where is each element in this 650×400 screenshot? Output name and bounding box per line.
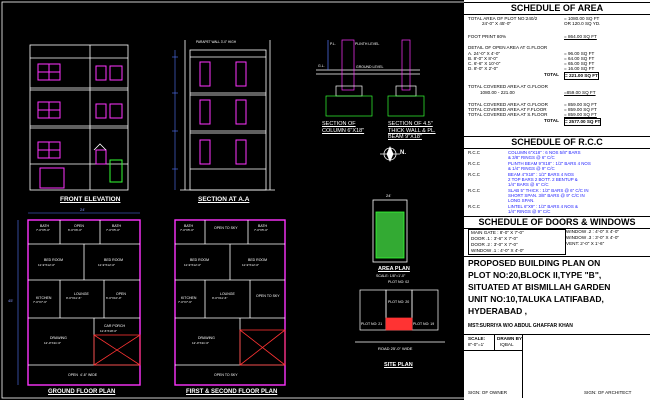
site-plan bbox=[355, 289, 445, 343]
owner-signature-label: SIGN: OF OWNER bbox=[468, 390, 508, 395]
scale-value: 8"-0"=1' bbox=[468, 342, 485, 347]
room-lounge-g-size: 9'-0"X11'-6" bbox=[66, 296, 82, 300]
scale-label: SCALE: bbox=[468, 336, 486, 341]
room-bath-u1: BATH bbox=[184, 224, 194, 228]
room-kitchen-u-size: 7'-0"X7'-6" bbox=[178, 300, 192, 304]
section-wall-label: SECTION OF 4.5" THICK WALL & PL. BEAM 9"… bbox=[388, 121, 436, 140]
owner-name: MST:SURRIYA W/O ABDUL GHAFFAR KHAN bbox=[468, 323, 573, 329]
room-bed-u1-size: 11'-9"X12'-0" bbox=[184, 263, 202, 267]
door-row: DOOR .1 : 3'-6" X 7'-0" bbox=[471, 236, 518, 241]
room-bath-g1: BATH bbox=[40, 224, 50, 228]
door-row: MAIN GATE : 8'-0" X 7'-0" bbox=[471, 230, 524, 235]
room-lounge-u-size: 9'-0"X11'-6" bbox=[212, 296, 228, 300]
north-label: N. bbox=[400, 150, 406, 156]
window-row: WINDOW .3 : 3'-0" X 4'-0" bbox=[566, 235, 620, 240]
plinth-level-label: PLINTH LEVEL bbox=[355, 42, 380, 46]
doors-schedule-header: SCHEDULE OF DOORS & WINDOWS bbox=[464, 216, 650, 229]
project-title-line: HYDERABAD , bbox=[468, 306, 528, 316]
room-bed-g1-size: 11'-9"X12'-0" bbox=[38, 263, 56, 267]
room-bed-u2: BED ROOM bbox=[248, 258, 268, 262]
room-open-sky-u2: OPEN TO SKY bbox=[256, 294, 280, 298]
room-lounge-g: LOUNGE bbox=[74, 292, 89, 296]
room-lounge-u: LOUNGE bbox=[220, 292, 235, 296]
section-details bbox=[316, 39, 425, 117]
room-bed-g1: BED ROOM bbox=[44, 258, 64, 262]
drawn-by-value: IQBAL bbox=[500, 342, 514, 347]
front-elevation-title: FRONT ELEVATION bbox=[60, 196, 121, 203]
room-open-g3-size: 4'-6" WIDE bbox=[80, 373, 98, 377]
parapet-label: PARAPET WALL 3'-0" HIGH bbox=[196, 40, 236, 44]
room-open-g1: OPEN bbox=[74, 224, 84, 228]
section-aa-title: SECTION AT A.A bbox=[198, 196, 250, 203]
dim-top-label: 24' bbox=[80, 207, 86, 212]
doors-table-right: WINDOW .2 : 4'-0" X 4'-0" WINDOW .3 : 3'… bbox=[564, 229, 648, 247]
road-label: ROAD 25'-0" WIDE bbox=[378, 346, 413, 351]
plot-no-left: PLOT NO: 21 bbox=[361, 322, 383, 326]
room-open-sky-u1: OPEN TO SKY bbox=[214, 226, 238, 230]
section-column-label: SECTION OF COLUMN 6"X18" bbox=[322, 121, 365, 134]
area-plan bbox=[372, 199, 408, 263]
north-arrow-icon bbox=[380, 145, 400, 163]
plot-no-top: PLOT NO: 02 bbox=[388, 280, 410, 284]
room-drawing-g-size: 12'-0"X11'-6" bbox=[44, 341, 62, 345]
rcc-schedule-header: SCHEDULE OF R.C.C bbox=[464, 136, 650, 149]
room-bath-u2-size: 7'-0"X5'-0" bbox=[254, 228, 268, 232]
room-open-g2-size: 6'-0"X10'-0" bbox=[106, 296, 122, 300]
front-elevation bbox=[29, 44, 129, 191]
room-drawing-u-size: 12'-0"X11'-6" bbox=[192, 341, 210, 345]
upper-floor-plan-title: FIRST & SECOND FLOOR PLAN bbox=[186, 389, 278, 395]
project-title-line: PROPOSED BUILDING PLAN ON bbox=[468, 258, 601, 268]
room-bath-u1-size: 7'-0"X5'-0" bbox=[180, 228, 194, 232]
room-bath-g2: BATH bbox=[112, 224, 122, 228]
room-bath-g1-size: 7'-0"X5'-0" bbox=[36, 228, 50, 232]
plot-no-right: PLOT NO: 19 bbox=[413, 322, 435, 326]
pl-label: P.L. bbox=[330, 42, 336, 46]
project-title-line: SITUATED AT BISMILLAH GARDEN bbox=[468, 282, 611, 292]
architect-signature-label: SIGN: OF ARCHITECT bbox=[584, 390, 632, 395]
ground-floor-plan bbox=[17, 212, 141, 386]
plot-no-center: PLOT NO: 20 bbox=[388, 300, 410, 304]
dim-side-label: 45' bbox=[8, 298, 14, 303]
room-open-sky-u3: OPEN TO SKY bbox=[214, 373, 238, 377]
door-row: DOOR .2 : 3'-0" X 7'-0" bbox=[471, 242, 518, 247]
room-bed-u2-size: 11'-9"X12'-0" bbox=[242, 263, 260, 267]
section-aa bbox=[172, 40, 275, 191]
window-row: VENT: 2'-0" X 1'-6" bbox=[566, 241, 605, 246]
area-dim-label: 24' bbox=[386, 193, 392, 198]
door-row: WINDOW .1 : 4'-0" X 4'-0" bbox=[471, 248, 525, 253]
room-open-g3: OPEN bbox=[68, 373, 78, 377]
room-open-g1-size: 6'-0"X6'-0" bbox=[68, 228, 82, 232]
room-drawing-g: DRAWING bbox=[50, 336, 67, 340]
room-bed-u1: BED ROOM bbox=[190, 258, 210, 262]
project-title-line: UNIT NO:10,TALUKA LATIFABAD, bbox=[468, 294, 604, 304]
schedule-panel: SCHEDULE OF AREA TOTAL AREA OF PLOT NO:2… bbox=[464, 0, 650, 400]
room-kitchen-u: KITCHEN bbox=[181, 296, 197, 300]
area-schedule-header: SCHEDULE OF AREA bbox=[464, 2, 650, 15]
upper-floor-plan bbox=[174, 219, 286, 386]
drawn-by-label: DRAWN BY: bbox=[497, 336, 524, 341]
room-open-g2: OPEN bbox=[116, 292, 126, 296]
ground-level-label: GROUND LEVEL bbox=[356, 65, 384, 69]
project-title-line: PLOT NO:20,BLOCK II,TYPE "B", bbox=[468, 270, 602, 280]
room-drawing-u: DRAWING bbox=[198, 336, 215, 340]
room-bath-g2-size: 7'-0"X5'-0" bbox=[106, 228, 120, 232]
room-car-porch-size: 11'-6"X18'-0" bbox=[100, 329, 118, 333]
window-row: WINDOW .2 : 4'-0" X 4'-0" bbox=[566, 229, 620, 234]
area-plan-scale: SCALE: 1/8"=1'-0" bbox=[376, 274, 406, 278]
room-bath-u2: BATH bbox=[258, 224, 268, 228]
area-plan-title: AREA PLAN bbox=[378, 266, 410, 272]
ground-floor-plan-title: GROUND FLOOR PLAN bbox=[48, 389, 116, 395]
room-kitchen-g: KITCHEN bbox=[36, 296, 52, 300]
room-kitchen-g-size: 7'-0"X7'-6" bbox=[33, 300, 47, 304]
site-plan-title: SITE PLAN bbox=[384, 362, 413, 368]
doors-table-left: MAIN GATE : 8'-0" X 7'-0" DOOR .1 : 3'-6… bbox=[468, 229, 566, 255]
room-car-porch: CAR PORCH bbox=[104, 324, 126, 328]
room-bed-g2: BED ROOM bbox=[104, 258, 124, 262]
room-bed-g2-size: 11'-9"X12'-0" bbox=[98, 263, 116, 267]
gl-label: G.L. bbox=[318, 64, 325, 68]
